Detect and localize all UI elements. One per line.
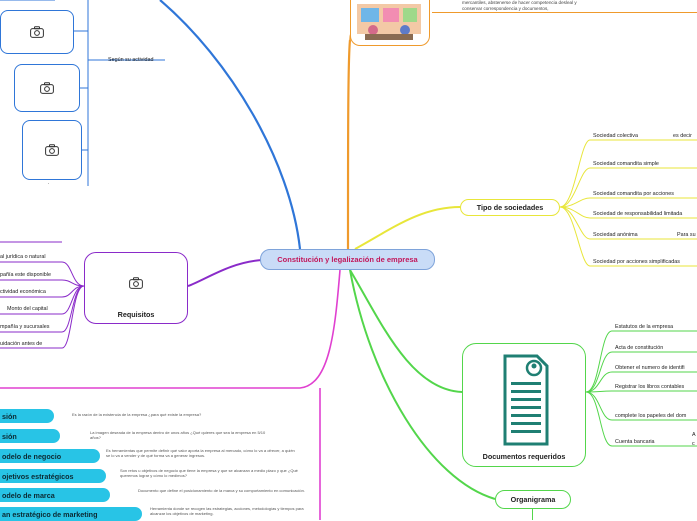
sociedad-anonima[interactable]: Sociedad anónima	[593, 232, 638, 238]
doc-libros[interactable]: Registrar los libros contables	[615, 384, 685, 390]
plan-item-modelo-negocio[interactable]: odelo de negocio	[0, 449, 100, 463]
doc-identificacion[interactable]: Obtener el numero de identifi	[615, 365, 685, 371]
actividad-image-2[interactable]	[14, 64, 80, 112]
top-right-text-2: conservar correspondencia y documentos,	[462, 6, 549, 11]
plan-desc-marketing: Herramienta donde se recogen las estrate…	[150, 506, 304, 516]
camera-icon	[45, 144, 59, 156]
doc-estatutos[interactable]: Estatutos de la empresa	[615, 324, 674, 330]
top-right-text-1: mercantiles, abstenerse de hacer compete…	[462, 0, 577, 5]
branch-tipo-sociedades	[354, 206, 461, 250]
plan-item-objetivos[interactable]: ojetivos estratégicos	[0, 469, 106, 483]
camera-icon	[129, 277, 143, 289]
plan-desc-vision: La imagen deseada de la empresa dentro d…	[90, 430, 266, 440]
sociedad-acciones-simplificadas[interactable]: Sociedad por acciones simplificadas	[593, 259, 680, 265]
organigrama-connector	[532, 509, 533, 520]
req-compania-disponible[interactable]: pañía este disponible	[0, 272, 51, 278]
sociedad-comandita-simple[interactable]: Sociedad comandita simple	[593, 161, 659, 167]
camera-icon	[40, 82, 54, 94]
req-actividad[interactable]: ctividad económica	[0, 289, 46, 295]
doc-cuenta-extra-1: A	[692, 432, 696, 438]
doc-cuenta-extra-2: c	[692, 441, 695, 447]
requisitos-topic[interactable]: Requisitos	[84, 252, 188, 324]
central-topic[interactable]: Constitución y legalización de empresa	[260, 249, 435, 270]
plan-item-modelo-marca[interactable]: odelo de marca	[0, 488, 110, 502]
plan-item-marketing[interactable]: an estratégico de marketing	[0, 507, 142, 521]
plan-desc-objetivos: Son retos u objetivos de negocio que tie…	[120, 468, 298, 478]
top-right-underline	[432, 12, 697, 13]
req-persona[interactable]: al jurídica o natural	[0, 254, 46, 260]
plan-desc-modelo-negocio: Es herramientas que permite definir qué …	[106, 448, 295, 458]
sociedad-comandita-acciones[interactable]: Sociedad comandita por acciones	[593, 191, 674, 197]
document-icon	[503, 354, 549, 446]
requisitos-title: Requisitos	[117, 310, 155, 319]
top-right-image-box[interactable]	[350, 0, 430, 46]
branch-actividad	[159, 0, 302, 250]
req-capital[interactable]: Monto del capital	[7, 306, 48, 312]
documentos-title: Documentos requeridos	[482, 452, 566, 461]
sociedad-responsabilidad-limitada[interactable]: Sociedad de responsabilidad limitada	[593, 211, 683, 217]
req-liquidacion[interactable]: uidación antes de	[0, 341, 43, 347]
tipo-sociedades-topic[interactable]: Tipo de sociedades	[460, 199, 560, 216]
documentos-topic[interactable]: Documentos requeridos	[462, 343, 586, 467]
actividad-image-3[interactable]	[22, 120, 82, 180]
branch-requisitos	[187, 259, 263, 287]
camera-icon	[30, 26, 44, 38]
plan-desc-modelo-marca: Documento que define el posicionamiento …	[138, 488, 305, 493]
actividad-label[interactable]: Según su actividad	[108, 57, 154, 63]
shop-illustration-icon	[357, 4, 421, 40]
actividad-image-1[interactable]	[0, 10, 74, 54]
doc-cuenta-bancaria[interactable]: Cuenta bancaria	[615, 439, 655, 445]
plan-item-mision[interactable]: sión	[0, 409, 54, 423]
branch-documentos	[349, 269, 463, 393]
sociedad-anonima-extra: Para su	[677, 232, 696, 238]
plan-item-vision[interactable]: sión	[0, 429, 60, 443]
doc-acta[interactable]: Acta de constitución	[615, 345, 664, 351]
sociedad-colectiva[interactable]: Sociedad colectiva	[593, 133, 638, 139]
doc-domicilio[interactable]: complete los papeles del dom	[615, 413, 687, 419]
plan-desc-mision: Es la razón de la existencia de la empre…	[72, 412, 202, 417]
organigrama-topic[interactable]: Organigrama	[495, 490, 571, 509]
sociedad-colectiva-extra: es decir	[673, 133, 692, 139]
actividad-tail-dot: .	[48, 180, 50, 186]
req-sucursales[interactable]: mpañía y sucursales	[0, 324, 50, 330]
branch-top-right	[346, 39, 352, 250]
